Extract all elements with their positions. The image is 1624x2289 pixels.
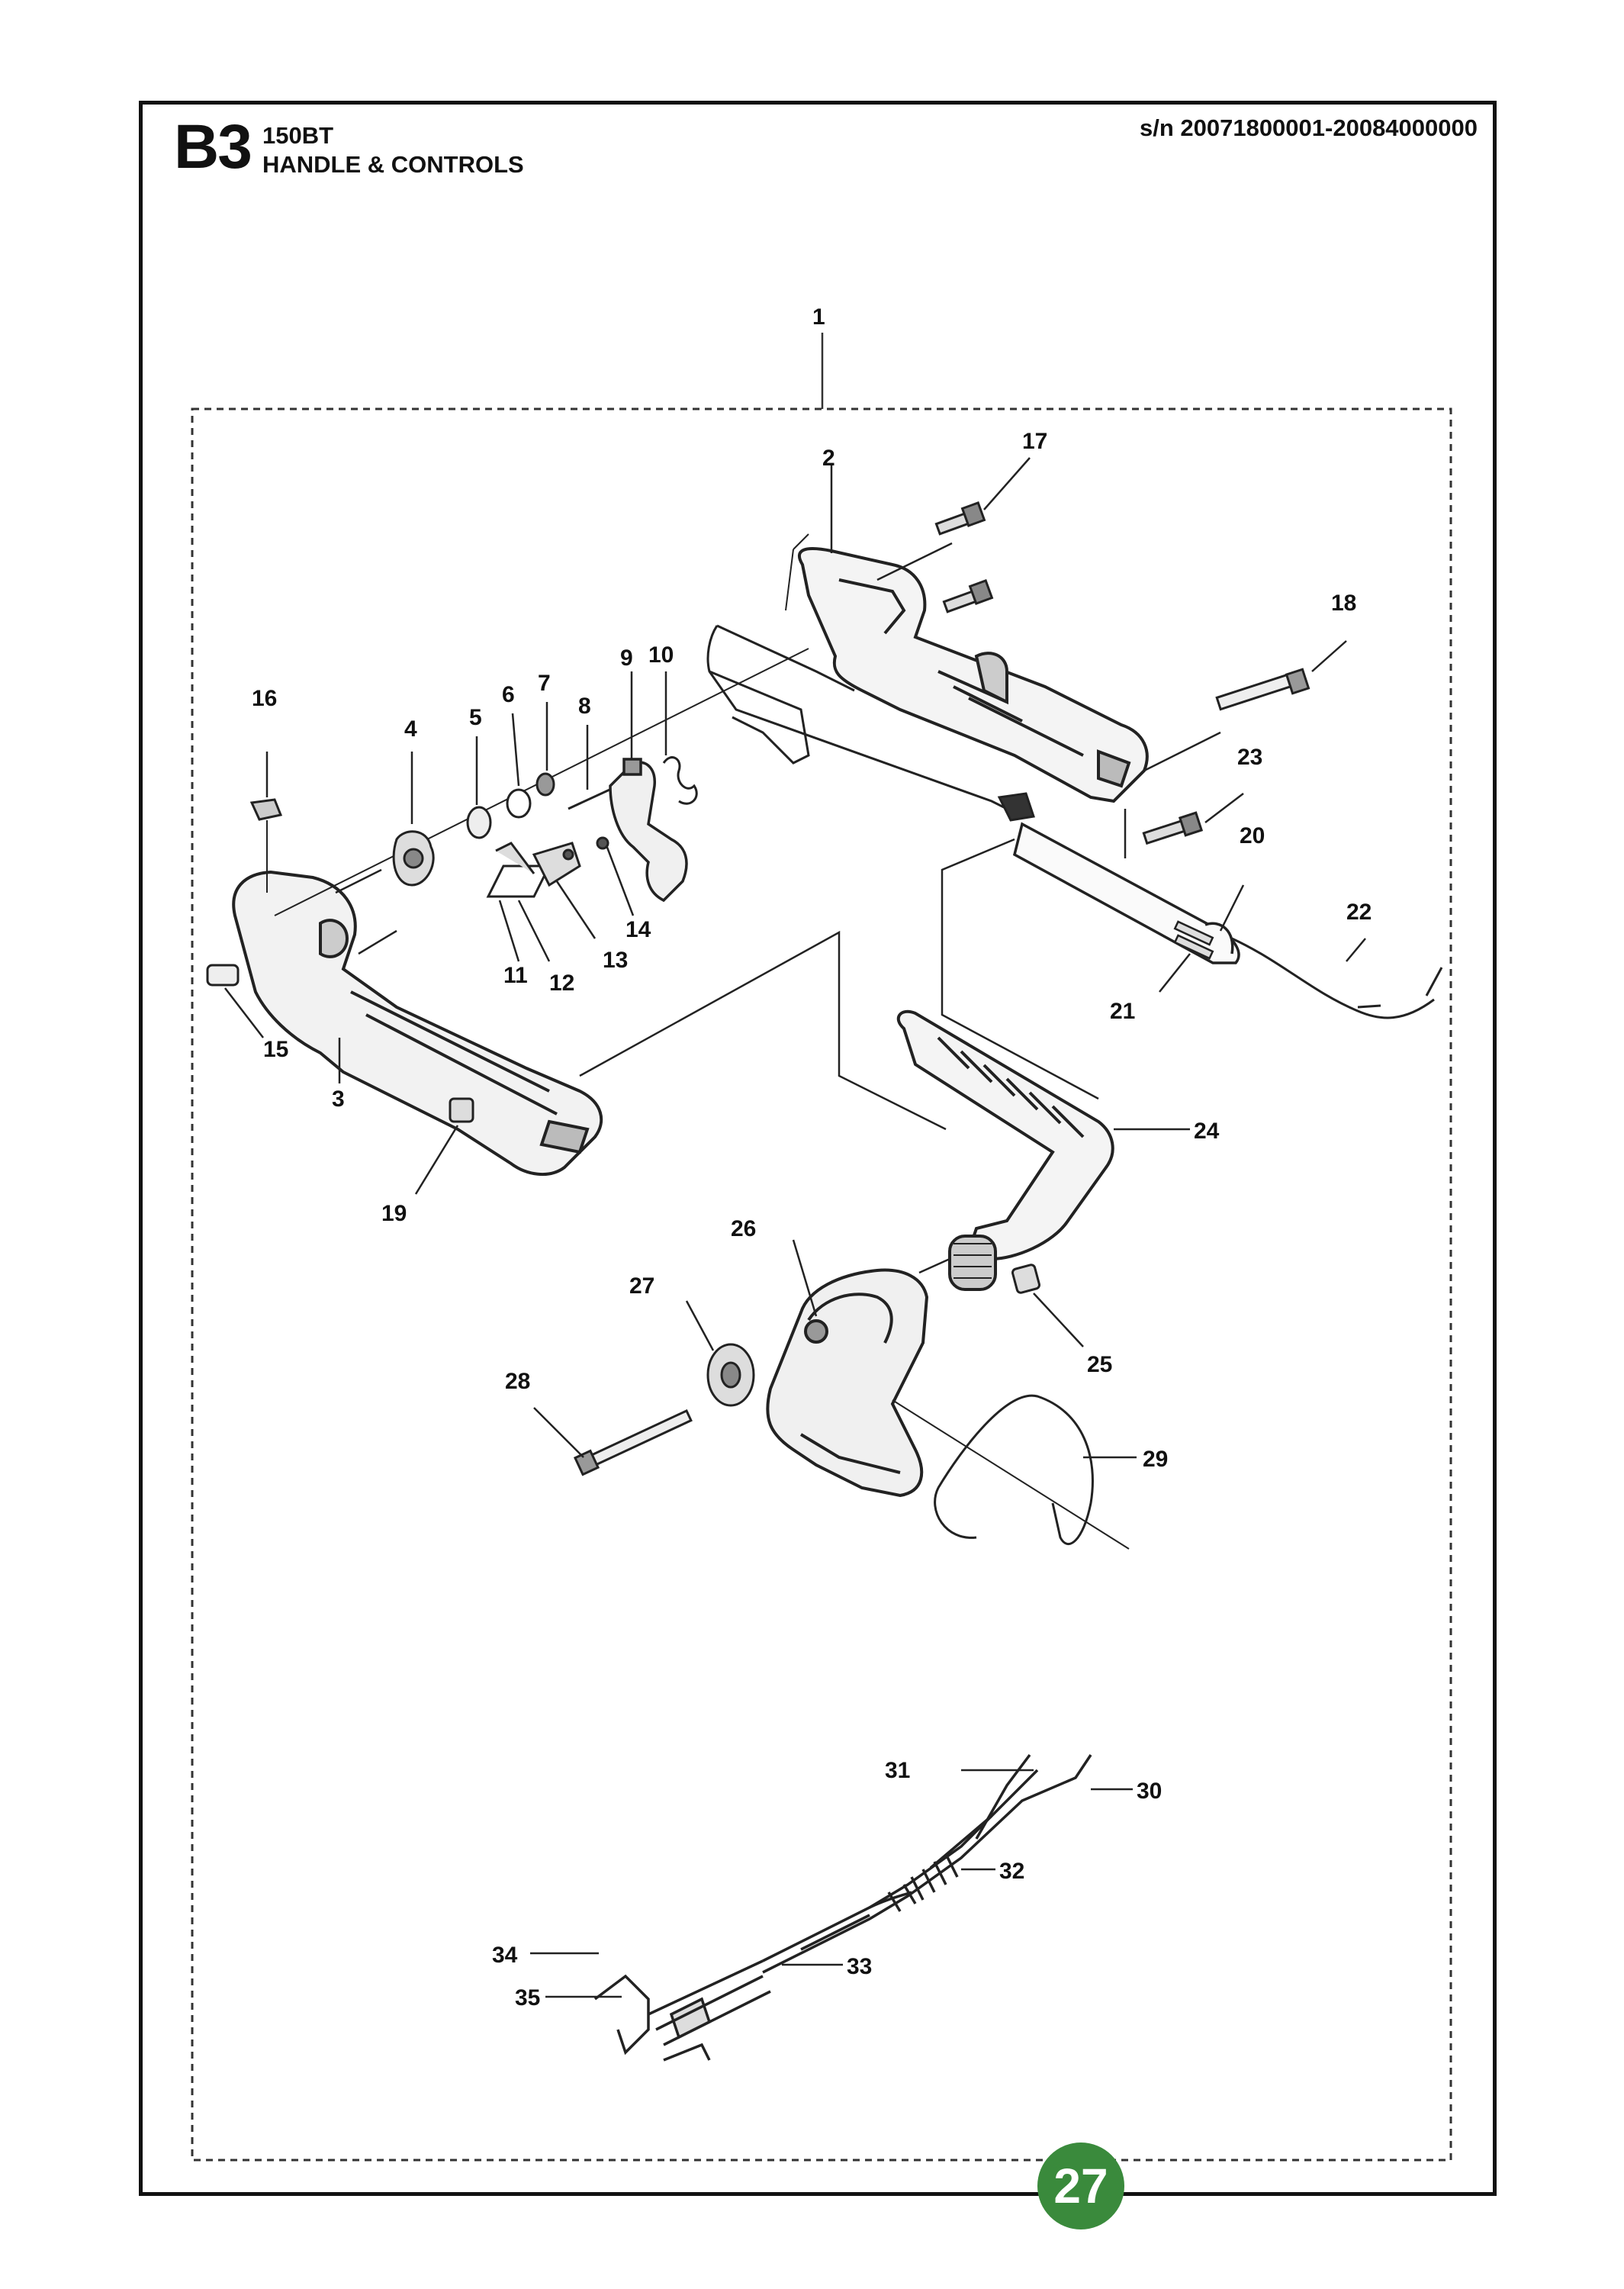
callout-label: 8 — [578, 694, 591, 719]
washer-part — [466, 772, 555, 839]
long-bolt-part — [573, 1408, 693, 1476]
rear-handle-part — [232, 870, 603, 1177]
long-bolt-part — [1215, 668, 1310, 711]
callout-label: 6 — [502, 682, 515, 707]
callout-label: 7 — [538, 671, 551, 696]
callout-label: 10 — [648, 642, 674, 668]
cable-clip-part — [1173, 920, 1214, 960]
callout-label: 17 — [1022, 429, 1047, 454]
callout-label: 1 — [812, 304, 825, 330]
callout-label: 14 — [625, 917, 651, 942]
callout-label: 16 — [252, 686, 277, 711]
callout-label: 25 — [1087, 1352, 1112, 1377]
diagram-title: HANDLE & CONTROLS — [262, 151, 524, 178]
stop-switch-part — [249, 798, 283, 821]
callout-label: 2 — [822, 446, 835, 471]
callout-label: 22 — [1346, 900, 1372, 925]
screw-part — [1142, 811, 1204, 845]
callout-label: 23 — [1237, 745, 1262, 770]
callout-label: 3 — [332, 1087, 345, 1112]
page-frame — [139, 101, 1497, 2196]
callout-label: 30 — [1137, 1779, 1162, 1804]
spring-part — [662, 756, 698, 805]
callout-label: 35 — [515, 1985, 540, 2011]
callout-label: 9 — [620, 645, 633, 671]
callout-label: 21 — [1110, 999, 1135, 1024]
page-number-badge: 27 — [1037, 2143, 1124, 2229]
loop-handle-part — [896, 1009, 1114, 1291]
screw-part — [934, 501, 994, 613]
knob-part — [706, 1343, 755, 1407]
knob-part — [392, 830, 435, 887]
plug-part — [206, 964, 240, 987]
callout-label: 24 — [1194, 1119, 1220, 1144]
callout-label: 32 — [999, 1859, 1024, 1884]
callout-labels: 1 2 3 4 5 6 7 8 9 10 11 12 13 14 15 16 1… — [252, 304, 1372, 2011]
callout-label: 26 — [731, 1216, 756, 1241]
callout-label: 18 — [1331, 591, 1356, 616]
callout-label: 33 — [847, 1954, 872, 1979]
nut-part — [449, 1097, 474, 1123]
wiring-harness-part — [593, 1753, 1092, 2062]
callout-label: 15 — [263, 1037, 288, 1062]
throttle-cable — [1231, 937, 1435, 1019]
callout-label: 29 — [1143, 1447, 1168, 1472]
callout-label: 19 — [381, 1201, 407, 1226]
assembly-boundary — [191, 407, 1452, 2162]
callout-label: 27 — [629, 1273, 654, 1299]
callout-label: 20 — [1240, 823, 1265, 848]
model-name: 150BT — [262, 122, 334, 149]
upper-handle-part — [797, 547, 1149, 803]
serial-range: s/n 20071800001-20084000000 — [1139, 114, 1478, 141]
callout-label: 28 — [505, 1369, 530, 1394]
throttle-trigger-part — [609, 758, 688, 903]
throttle-cable-loop — [706, 624, 1035, 822]
nut-part — [1011, 1264, 1041, 1294]
callout-label: 4 — [404, 716, 417, 742]
handle-bracket-part — [766, 1268, 929, 1498]
callout-label: 31 — [885, 1758, 910, 1783]
callout-label: 5 — [469, 705, 482, 730]
callout-label: 13 — [603, 948, 628, 973]
wire-loop-part — [934, 1394, 1094, 1546]
callout-label: 34 — [492, 1943, 518, 1968]
callout-label: 12 — [549, 971, 574, 996]
callout-label: 11 — [503, 963, 528, 988]
section-code: B3 — [174, 112, 252, 182]
lockout-part — [486, 836, 609, 898]
